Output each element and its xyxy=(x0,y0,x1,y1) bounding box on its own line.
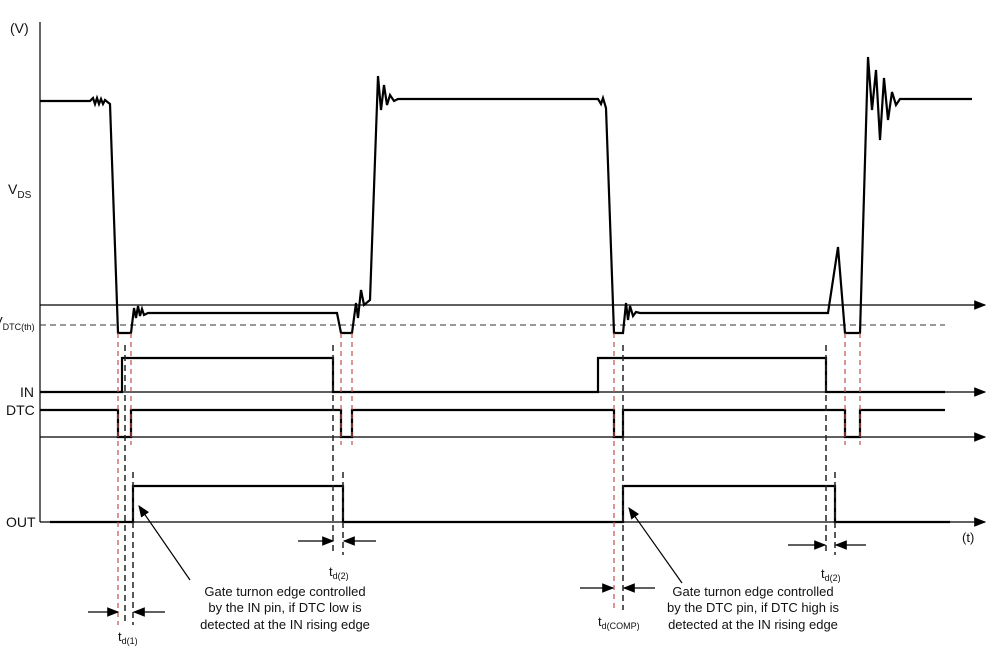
dtc-signal xyxy=(40,408,945,439)
vdtc-threshold-label: VDTC(th) xyxy=(0,314,35,332)
black-dashed-markers xyxy=(124,345,836,625)
in-pin-pointer xyxy=(138,505,191,581)
vds-waveform xyxy=(40,56,972,335)
tdcomp-label: td(COMP) xyxy=(598,614,640,631)
dtc-label: DTC xyxy=(6,402,35,418)
in-pin-annotation: Gate turnon edge controlled by the IN pi… xyxy=(200,584,370,632)
td1-label: td(1) xyxy=(118,629,138,646)
y-unit-label: (V) xyxy=(10,20,29,36)
svg-text:Gate turnon edge controlled: Gate turnon edge controlled xyxy=(672,584,833,599)
svg-text:detected at the IN rising edge: detected at the IN rising edge xyxy=(668,617,838,632)
x-unit-label: (t) xyxy=(962,530,974,545)
td2b-label: td(2) xyxy=(821,566,841,583)
in-signal xyxy=(40,356,945,394)
dtc-pin-pointer xyxy=(628,507,683,584)
svg-text:Gate turnon edge controlled: Gate turnon edge controlled xyxy=(204,584,365,599)
in-label: IN xyxy=(20,384,34,400)
dtc-pin-annotation: Gate turnon edge controlled by the DTC p… xyxy=(667,584,839,632)
svg-text:detected at the IN rising edge: detected at the IN rising edge xyxy=(200,617,370,632)
svg-text:by the IN pin, if DTC low is: by the IN pin, if DTC low is xyxy=(208,600,362,615)
out-label: OUT xyxy=(6,514,36,530)
svg-text:by the DTC pin, if DTC high is: by the DTC pin, if DTC high is xyxy=(667,600,839,615)
vds-label: VDS xyxy=(8,181,32,201)
red-dashed-markers xyxy=(117,333,861,625)
out-signal xyxy=(50,484,950,524)
td2a-label: td(2) xyxy=(329,564,349,581)
